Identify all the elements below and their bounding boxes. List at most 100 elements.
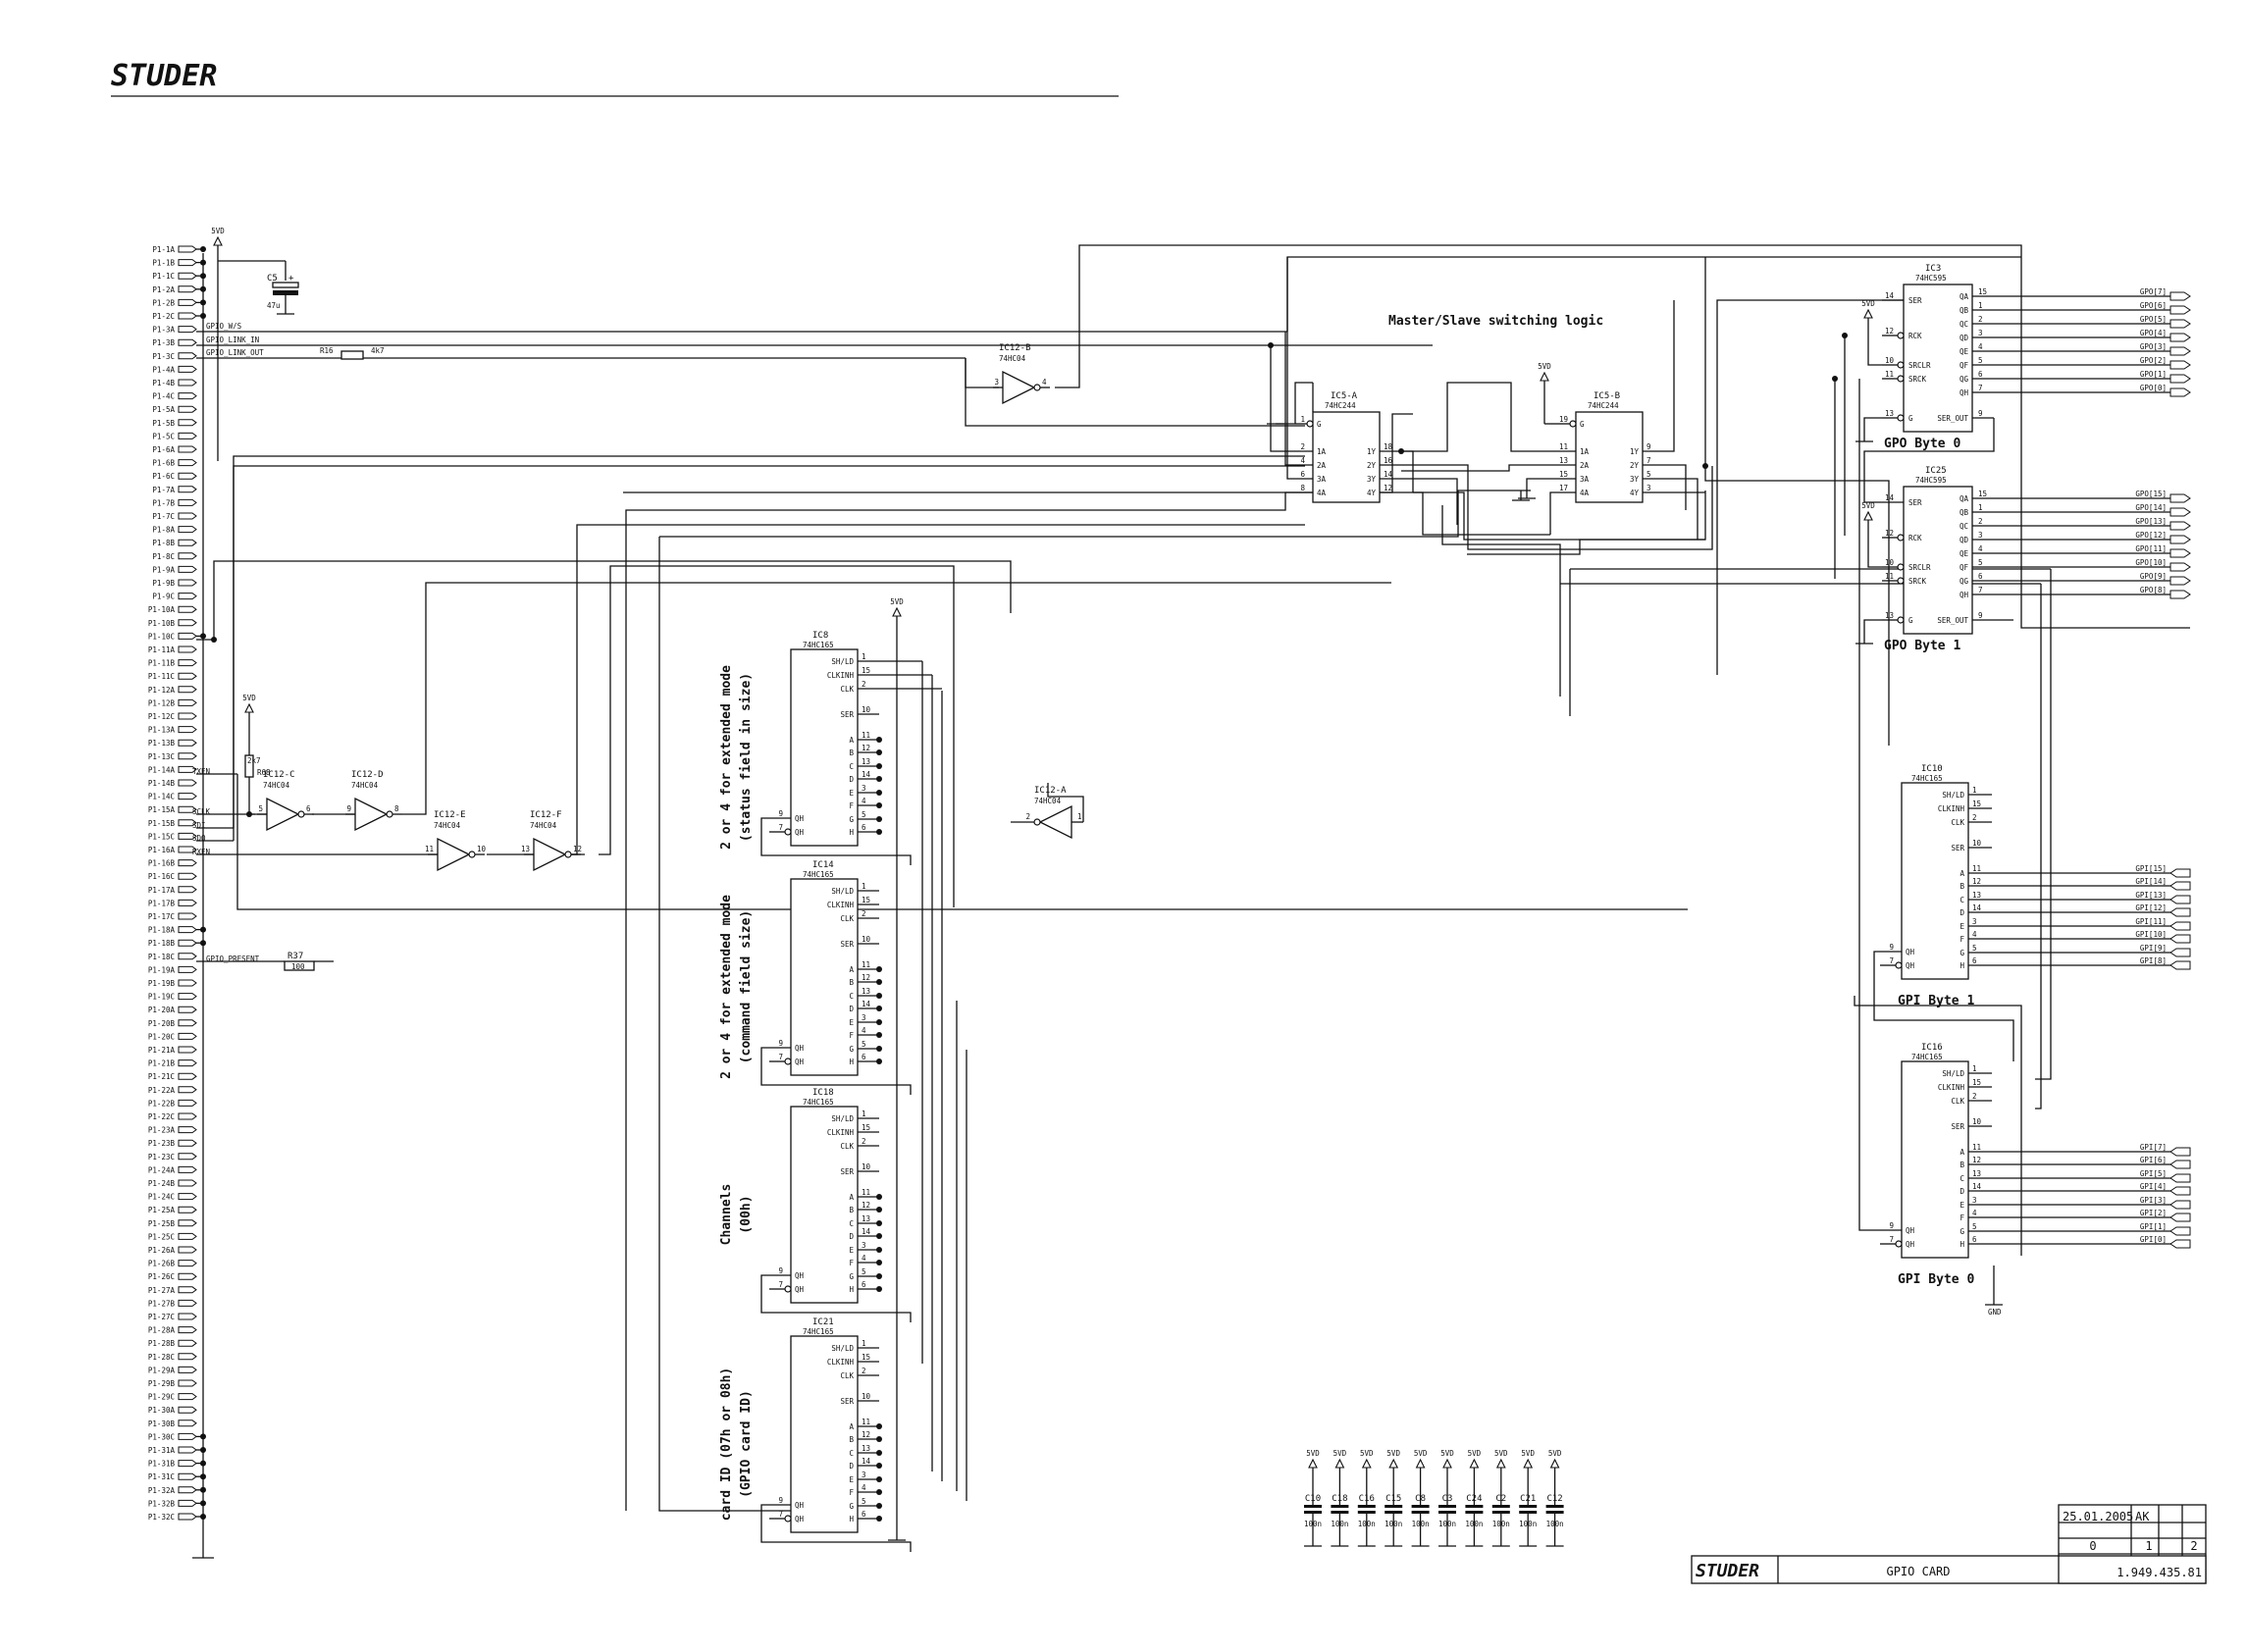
buffer-out-name: 1Y: [1367, 447, 1377, 456]
buffer-oe-label: G: [1317, 420, 1322, 429]
sr165-body: [790, 648, 859, 847]
connector-pin-label: P1-32C: [148, 1513, 175, 1522]
gpi-pin-number: 2: [1972, 813, 1977, 822]
connector-pin-arrow: [178, 1366, 197, 1373]
junction-dot: [876, 802, 882, 808]
wire-ic5a-1a: [1270, 345, 1295, 452]
wire-ic5b-4a: [1549, 491, 1558, 535]
junction-dot: [876, 1286, 882, 1292]
junction-dot: [200, 1514, 206, 1520]
sr165-qhb-pin: 7: [778, 1510, 783, 1519]
junction-dot: [876, 1436, 882, 1442]
sr165-pin-number: 11: [862, 1418, 870, 1426]
sr165-pin-name: CLKINH: [827, 671, 855, 680]
connector-pin-arrow: [178, 338, 197, 346]
r37-value: 100: [291, 962, 305, 971]
sr165-pin-name: H: [849, 1515, 854, 1523]
sr165-qh-pin: 9: [778, 1039, 783, 1048]
buffer-in-name: 4A: [1317, 489, 1327, 497]
wire-bus-4: [1413, 490, 1706, 541]
inverter-part: 74HC04: [999, 354, 1026, 363]
connector-pin-label: P1-14C: [148, 793, 175, 801]
junction-dot: [876, 1220, 882, 1226]
connector-pin-arrow: [178, 1059, 197, 1067]
gpo-in-pin: 11: [1885, 572, 1894, 581]
gpo-in-pin: 10: [1885, 356, 1895, 365]
gpo-port-arrow: [2169, 590, 2191, 599]
gpi-net-label: GPI[13]: [2135, 891, 2167, 900]
wire-loop-a: [213, 560, 1012, 640]
buffer-oe-pin: 1: [1300, 415, 1305, 424]
inverter-pin-in: 3: [994, 378, 999, 387]
c5-polarity: +: [288, 274, 294, 284]
sr165-pin-name: SH/LD: [831, 657, 854, 666]
sr165-pin-name: SH/LD: [831, 1114, 854, 1123]
sr165-ref: IC14: [812, 860, 834, 870]
connector-pin-label: P1-5C: [152, 432, 175, 440]
inverter-pin-in: 5: [258, 804, 263, 813]
title-initials: AK: [2135, 1510, 2150, 1523]
wire-ser-route: [1716, 299, 1904, 675]
junction-dot: [200, 1500, 206, 1507]
sr165-pin-number: 6: [862, 1280, 866, 1289]
connector-pin-label: P1-8A: [152, 526, 175, 535]
gpo-out-name: QA: [1960, 292, 1969, 301]
sr165-pin-name: H: [849, 1285, 854, 1294]
vcc-label: 5VD: [1468, 1449, 1482, 1458]
gpo-in-pin: 11: [1885, 370, 1894, 379]
gpo-net-label: GPO[14]: [2135, 503, 2167, 512]
connector-pin-arrow: [178, 512, 197, 520]
connector-pin-arrow: [178, 285, 197, 293]
connector-pin-label: P1-32B: [148, 1499, 176, 1508]
gpo-in-pin: 13: [1885, 409, 1894, 418]
gpi-pin-name: D: [1960, 1187, 1964, 1196]
buffer-body: [1575, 411, 1644, 503]
buffer-in-pin: 8: [1300, 484, 1305, 492]
gpi-part: 74HC165: [1911, 774, 1943, 783]
sr165-pin-number: 3: [862, 784, 866, 793]
connector-pin-arrow: [178, 686, 197, 694]
inverter-body: [437, 837, 471, 872]
sr165-pin-name: CLKINH: [827, 901, 855, 909]
gpo-out-pin: 4: [1978, 544, 1983, 553]
decoupling-plate: [1519, 1505, 1538, 1508]
title-sheets: 2: [2190, 1539, 2197, 1553]
sr165-pin-number: 13: [862, 1444, 870, 1453]
inversion-bubble: [784, 1285, 792, 1293]
sr165-pin-name: G: [849, 1272, 854, 1281]
connector-pin-label: P1-1A: [152, 245, 175, 254]
connector-pin-arrow: [178, 1193, 197, 1201]
gpi-net-label: GPI[5]: [2140, 1169, 2167, 1178]
buffer-part: 74HC244: [1588, 401, 1619, 410]
connector-pin-arrow: [178, 539, 197, 546]
connector-pin-label: P1-11C: [148, 672, 175, 681]
static-annotations: Master/Slave switching logic GPIO_W/SGPI…: [192, 314, 2002, 1316]
connector-pin-label: P1-23B: [148, 1139, 176, 1148]
inversion-bubble: [784, 1058, 792, 1065]
connector-pin-arrow: [178, 632, 197, 640]
buffer-ic5-b: IC5-B74HC24419G111A132A153A174A91Y72Y53Y…: [1558, 391, 1664, 503]
connector-pin-label: P1-1C: [152, 272, 175, 281]
connector-pin-arrow: [178, 1165, 197, 1173]
net-link-out: GPIO_LINK_OUT: [206, 348, 264, 357]
r16-ref: R16: [320, 346, 334, 355]
gpo-srclr-tie: [1867, 324, 1882, 366]
inverter-ref: IC12-B: [999, 343, 1031, 353]
gpi-pin-name: SER: [1951, 844, 1964, 852]
gpo-port-arrow: [2169, 521, 2191, 531]
gpi-port-arrow: [2169, 895, 2191, 904]
wire-ic12e-out: [487, 524, 1305, 855]
decoupling-value: 100n: [1519, 1520, 1537, 1528]
junction-dot: [200, 259, 206, 266]
connector-pin-label: P1-20A: [148, 1006, 176, 1014]
decoupling-plate: [1304, 1505, 1322, 1508]
gpi-pin-number: 14: [1972, 1182, 1982, 1191]
wire-ic5a-oe-route: [1294, 382, 1313, 424]
inversion-bubble: [1306, 420, 1314, 428]
gpi-port-arrow: [2169, 1173, 2191, 1183]
wire-ic5a-1y: [1401, 450, 1414, 492]
junction-dot: [876, 1463, 882, 1469]
